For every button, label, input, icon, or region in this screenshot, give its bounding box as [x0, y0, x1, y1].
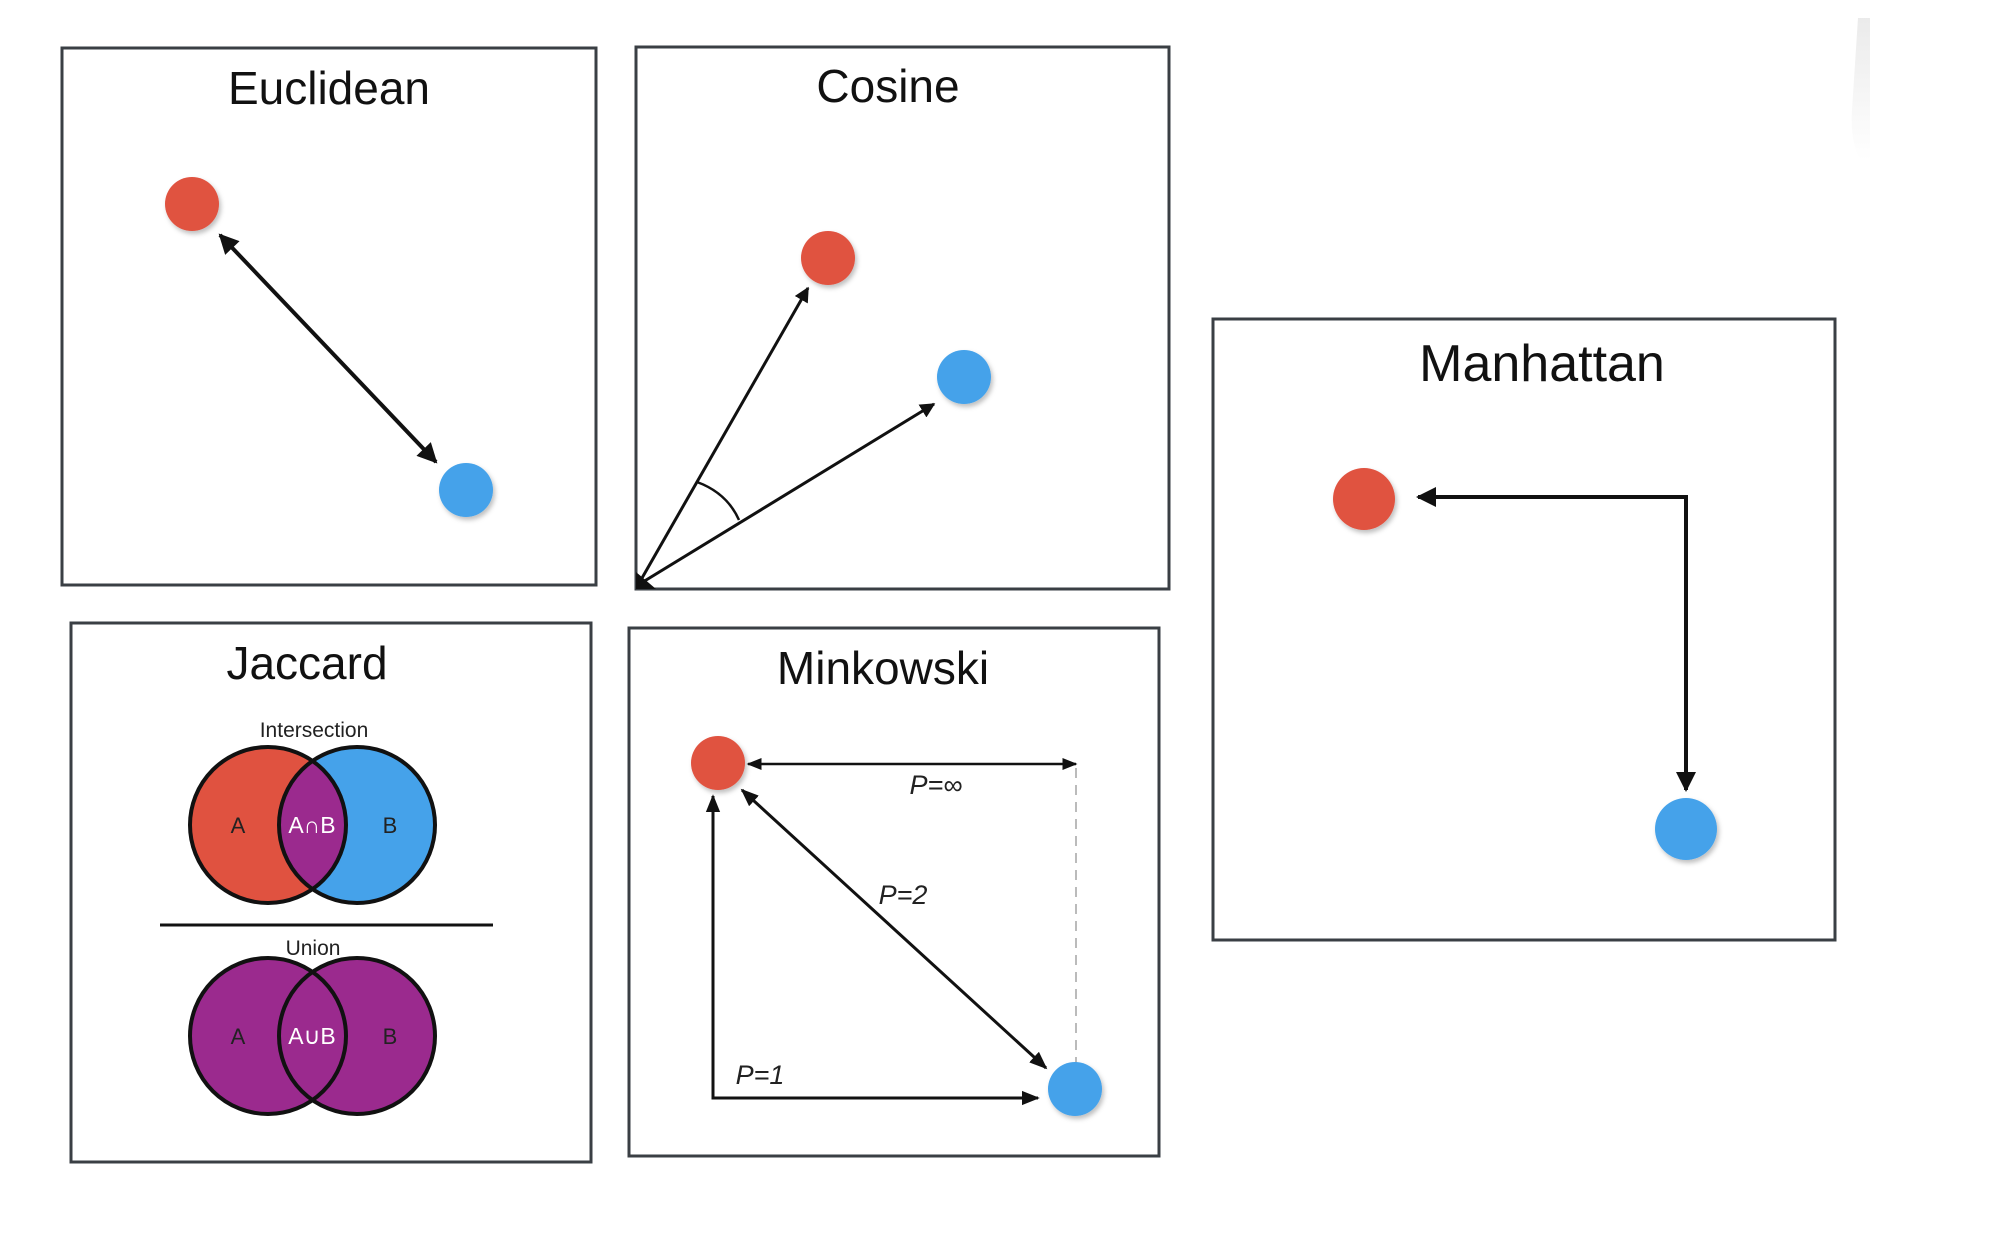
jaccard-union-set-b: [279, 958, 435, 1114]
euclidean-frame: [60, 46, 598, 587]
jaccard-union-a-label: A: [231, 1024, 246, 1049]
jaccard-intersection-a-label: A: [231, 813, 246, 838]
jaccard-intersection-overlap: [279, 747, 346, 903]
jaccard-intersection-label: Intersection: [260, 719, 369, 742]
jaccard-union-outline-a: [188, 956, 348, 1116]
jaccard-intersection-outline-a: [188, 745, 348, 905]
euclidean-title: Euclidean: [228, 62, 430, 114]
jaccard-union-label: Union: [286, 937, 341, 960]
euclidean-point-blue: [439, 463, 493, 517]
cosine-vector-blue: [637, 402, 936, 587]
minkowski-p-one-label: P=1: [736, 1060, 785, 1090]
minkowski-point-blue: [1048, 1062, 1102, 1116]
minkowski-p-one-arrow: [705, 794, 1040, 1106]
manhattan-point-red: [1333, 468, 1395, 530]
jaccard-intersection-b-label: B: [383, 813, 398, 838]
minkowski-title: Minkowski: [777, 642, 989, 694]
jaccard-panel: Jaccard Intersection A B A∩B Union A B A…: [69, 621, 593, 1164]
manhattan-point-blue: [1655, 798, 1717, 860]
jaccard-union-b-label: B: [383, 1024, 398, 1049]
corner-artifact: [1851, 18, 1870, 160]
euclidean-point-red: [165, 177, 219, 231]
cosine-vector-red: [636, 286, 810, 586]
manhattan-panel: Manhattan: [1211, 317, 1837, 942]
manhattan-path-arrow: [1416, 487, 1696, 792]
cosine-angle-arc: [696, 480, 741, 521]
euclidean-distance-arrow: [218, 233, 438, 464]
cosine-frame: [634, 45, 1171, 591]
jaccard-title: Jaccard: [226, 637, 387, 689]
jaccard-union-symbol: A∪B: [288, 1023, 336, 1049]
cosine-title: Cosine: [816, 60, 959, 112]
minkowski-p-two-label: P=2: [879, 880, 928, 910]
cosine-panel: Cosine: [634, 45, 1171, 591]
jaccard-intersection-outline-b: [277, 745, 437, 905]
minkowski-point-red: [691, 736, 745, 790]
jaccard-union-outline-b: [277, 956, 437, 1116]
minkowski-p-infinity-label: P=∞: [909, 770, 962, 800]
euclidean-panel: Euclidean: [60, 46, 598, 587]
manhattan-frame: [1211, 317, 1837, 942]
jaccard-intersection-symbol: A∩B: [288, 812, 335, 838]
minkowski-panel: Minkowski P=∞ P=2 P=1: [627, 626, 1161, 1158]
manhattan-title: Manhattan: [1419, 335, 1665, 393]
cosine-point-red: [801, 231, 855, 285]
cosine-point-blue: [937, 350, 991, 404]
